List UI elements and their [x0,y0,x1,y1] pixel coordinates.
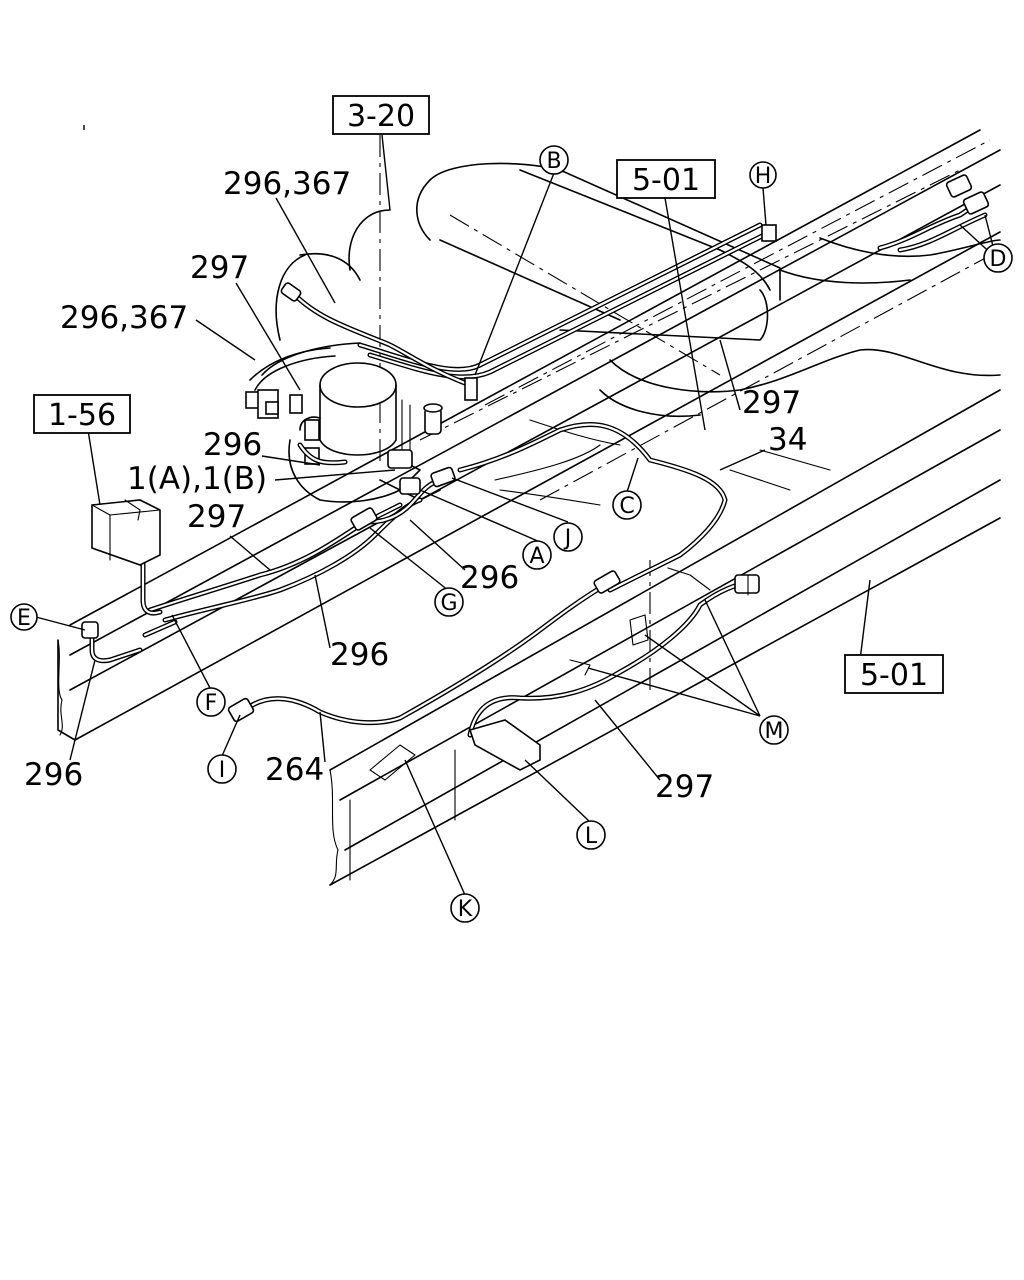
part-label-34: 34 [768,422,807,458]
leader-lines [35,125,997,896]
callout-l: L [576,820,606,850]
reference-box-label: 3-20 [347,99,415,134]
callout-letter: A [529,544,544,569]
reference-box-label: 5-01 [860,658,928,693]
callout-letter: B [546,149,561,174]
part-label-296-367: 296,367 [223,166,351,202]
part-label-297: 297 [190,250,249,286]
reference-box-1-56: 1-56 [33,394,131,434]
reference-box-3-20: 3-20 [332,95,430,135]
callout-letter: D [990,247,1007,272]
part-label-297: 297 [655,769,714,805]
callout-g: G [434,587,464,617]
part-label-296: 296 [460,560,519,596]
part-label-1a-1b: 1(A),1(B) [127,461,267,497]
callout-letter: I [219,758,226,783]
fittings [81,174,990,781]
part-label-297: 297 [742,385,801,421]
callout-letter: H [755,164,772,189]
callout-h: H [749,161,777,189]
callout-letter: C [619,494,634,519]
callout-m: M [759,715,789,745]
callout-letter: K [458,897,473,922]
reference-box-label: 1-56 [48,398,116,433]
part-label-297: 297 [187,499,246,535]
part-label-296-367: 296,367 [60,300,188,336]
callout-e: E [10,603,38,631]
air-pipe-lines [89,202,988,738]
part-label-296: 296 [330,637,389,673]
callout-letter: J [563,526,572,551]
callout-c: C [612,490,642,520]
part-label-264: 264 [265,752,324,788]
callout-letter: L [585,824,598,849]
callout-i: I [207,754,237,784]
part-number-labels: 296,367 297 296,367 296 1(A),1(B) 297 29… [24,166,807,805]
callout-letter: E [17,606,31,631]
callout-j: J [553,522,583,552]
callout-letter: G [440,591,457,616]
callout-a: A [522,540,552,570]
callout-letter: F [205,691,218,716]
callout-b: B [539,145,569,175]
part-label-296: 296 [24,757,83,793]
part-label-296: 296 [203,427,262,463]
callout-letter: M [765,719,784,744]
callout-d: D [983,243,1013,273]
callout-f: F [196,687,226,717]
reference-box-5-01-top: 5-01 [616,159,716,199]
callout-k: K [450,893,480,923]
reference-box-label: 5-01 [632,163,700,198]
reference-box-5-01-right: 5-01 [844,654,944,694]
